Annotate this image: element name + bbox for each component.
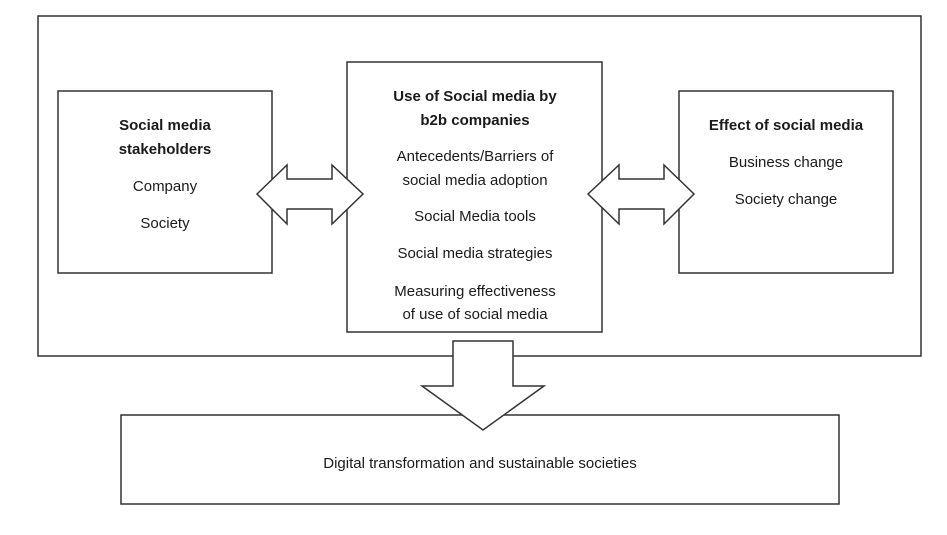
down-arrow [419, 340, 547, 431]
use-item: Measuring effectiveness [394, 283, 555, 300]
double-arrow-right [586, 163, 696, 226]
use-item: Social media strategies [397, 245, 552, 262]
outcome-label: Digital transformation and sustainable s… [323, 455, 637, 472]
use-title-line-1: Use of Social media by [393, 88, 557, 105]
use-of-social-media-box: Use of Social media by b2b companies Ant… [346, 61, 603, 333]
effect-title: Effect of social media [709, 117, 864, 134]
use-title-line-2: b2b companies [420, 112, 529, 129]
effect-box: Effect of social media Business change S… [678, 90, 894, 274]
double-arrow-left [255, 163, 365, 226]
effect-item: Business change [729, 154, 843, 171]
stakeholders-title-line-1: Social media [119, 117, 211, 134]
use-item: social media adoption [402, 172, 547, 189]
stakeholder-item: Society [140, 215, 190, 232]
stakeholders-title-line-2: stakeholders [119, 141, 212, 158]
stakeholder-item: Company [133, 178, 198, 195]
use-item: of use of social media [402, 306, 548, 323]
stakeholders-box: Social media stakeholders Company Societ… [57, 90, 273, 274]
outcome-box: Digital transformation and sustainable s… [120, 414, 840, 505]
use-item: Social Media tools [414, 208, 536, 225]
use-item: Antecedents/Barriers of [397, 148, 555, 165]
effect-item: Society change [735, 191, 838, 208]
